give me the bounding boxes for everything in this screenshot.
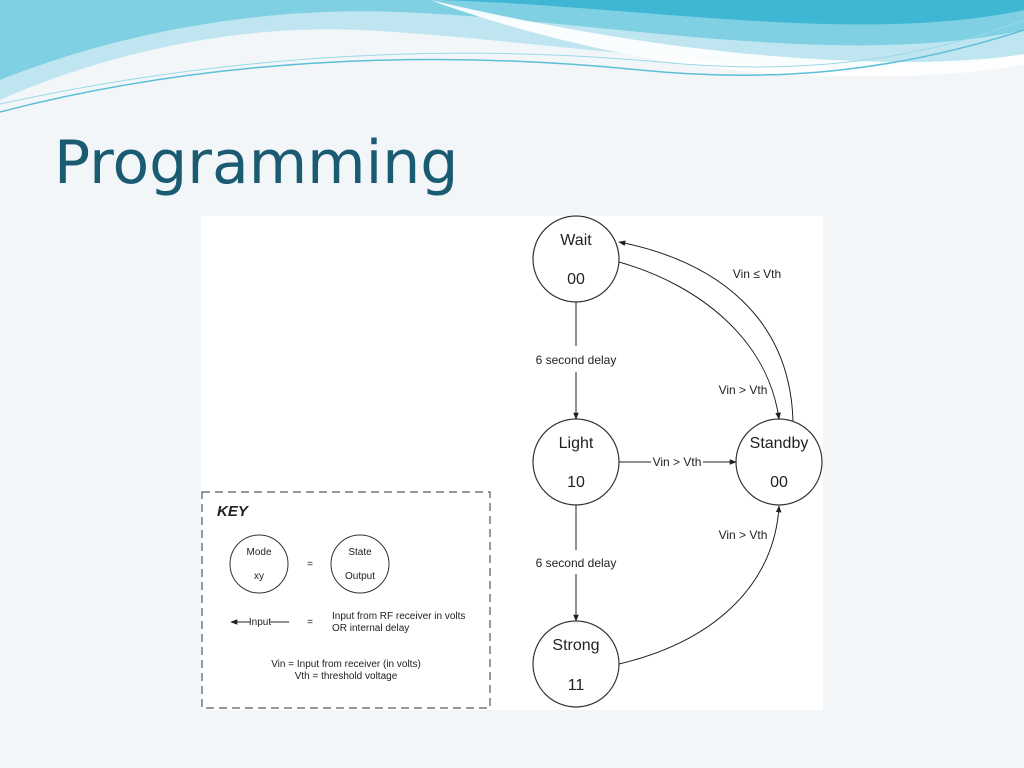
state-strong-name: Strong [552,637,599,654]
key-mode-label: Mode [246,547,271,558]
key-input-label: Input [249,617,271,628]
state-standby-name: Standby [750,435,809,452]
key-state-node: State Output [330,534,390,594]
wave-line-2 [0,19,1024,105]
slide-title: Programming [54,128,459,198]
key-mode-value: xy [254,571,264,582]
transition-light-to-strong: 6 second delay [536,505,617,622]
state-light-output: 10 [567,474,585,491]
key-input-arrow: Input [230,617,289,628]
key-equals-2: = [307,617,313,628]
transition-standby-to-wait-label: Vin ≤ Vth [733,267,781,281]
state-standby: Standby 00 [735,418,823,506]
transition-light-to-standby-label: Vin > Vth [653,455,702,469]
state-strong-output: 11 [568,677,585,694]
key-input-desc-line1: Input from RF receiver in volts [332,611,465,622]
key-mode-node: Mode xy [229,534,289,594]
key-vin-definition: Vin = Input from receiver (in volts) [271,659,421,670]
state-wait-output: 00 [567,271,585,288]
state-wait-name: Wait [560,232,592,249]
key-vth-definition: Vth = threshold voltage [295,671,398,682]
transition-light-to-standby: Vin > Vth [619,455,737,469]
key-equals-1: = [307,559,313,570]
wave-line [0,29,1024,113]
key-output-label: Output [345,571,375,582]
transition-strong-to-standby: Vin > Vth [618,505,782,665]
key-state-label: State [348,547,372,558]
transition-wait-to-standby: Vin > Vth [618,261,781,420]
state-standby-output: 00 [770,474,788,491]
state-light-name: Light [559,435,594,452]
state-light: Light 10 [532,418,620,506]
header-wave-decoration [0,0,1024,113]
key-input-desc-line2: OR internal delay [332,623,409,634]
key-legend: KEY Mode xy = State Output Input = Input… [201,491,491,709]
transition-standby-to-wait: Vin ≤ Vth [618,240,794,422]
key-heading: KEY [217,503,250,520]
transition-light-to-strong-label: 6 second delay [536,556,617,570]
transition-strong-to-standby-label: Vin > Vth [719,528,768,542]
state-wait: Wait 00 [532,215,620,303]
transition-wait-to-light: 6 second delay [536,302,617,420]
wave-band-dark [0,0,1024,25]
state-strong: Strong 11 [532,620,620,708]
transition-wait-to-light-label: 6 second delay [536,353,617,367]
transition-wait-to-standby-label: Vin > Vth [719,383,768,397]
wave-band-white [430,0,1024,77]
